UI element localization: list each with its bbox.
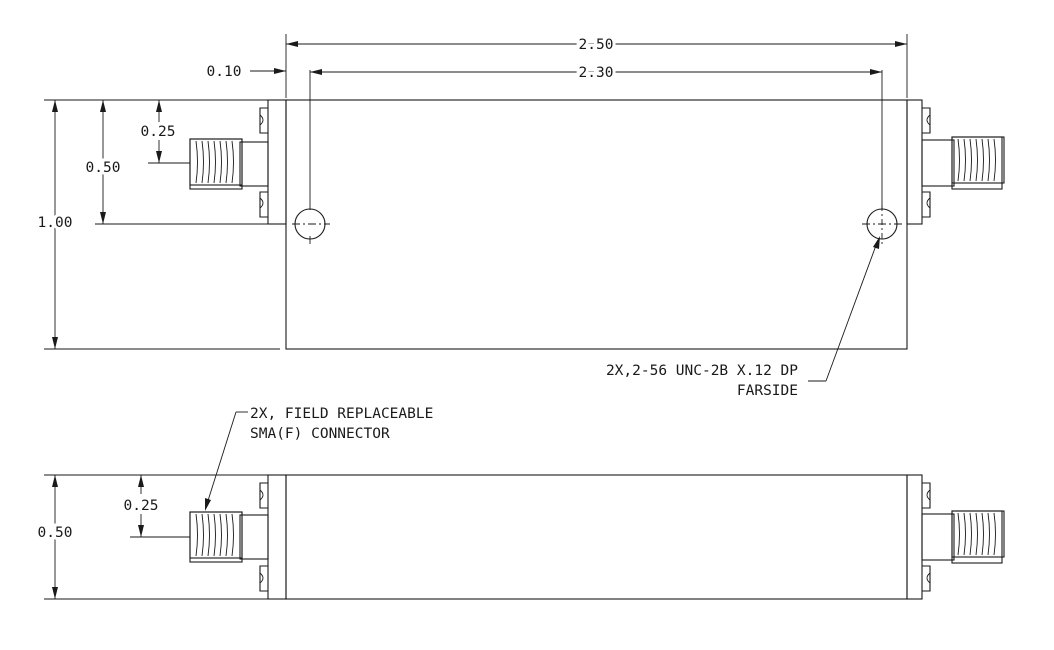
dimension-top-view-height: 1.00 <box>35 99 280 350</box>
dimension-side-view-height: 0.50 <box>35 474 268 600</box>
connector-callout: 2X, FIELD REPLACEABLE SMA(F) CONNECTOR <box>205 406 433 511</box>
dimension-label-0-25-side: 0.25 <box>124 498 159 514</box>
mounting-hole-right <box>862 70 902 244</box>
dimension-hole-spacing: 2.30 <box>310 62 882 84</box>
dimension-connector-center-side: 0.25 <box>124 475 190 538</box>
side-view: 0.50 0.25 2X, FIELD REPLACEABLE SMA(F) C… <box>35 406 1005 600</box>
dimension-label-2-50: 2.50 <box>579 37 614 53</box>
note-mounting-holes-line1: 2X,2-56 UNC-2B X.12 DP <box>606 363 798 379</box>
right-connector-side-view <box>906 474 1005 600</box>
right-connector-top-view <box>906 99 1005 225</box>
mounting-hole-callout: 2X,2-56 UNC-2B X.12 DP FARSIDE <box>606 236 880 399</box>
left-connector-side-view <box>189 474 287 600</box>
note-mounting-holes-line2: FARSIDE <box>737 383 798 399</box>
dimension-connector-center-top: 0.25 <box>141 100 190 164</box>
top-view: 2.50 2.30 0.10 1.00 <box>35 34 1005 399</box>
dimension-label-0-50-top: 0.50 <box>86 160 121 176</box>
dimension-label-1-00: 1.00 <box>38 215 73 231</box>
housing-top-view <box>285 99 908 350</box>
dimension-connector-height-top: 0.50 <box>83 100 268 225</box>
dimension-hole-offset: 0.10 <box>207 64 286 80</box>
dimension-label-0-50-side: 0.50 <box>38 525 73 541</box>
housing-side-view <box>285 474 908 600</box>
left-connector-top-view <box>189 99 287 225</box>
dimension-label-0-25-top: 0.25 <box>141 124 176 140</box>
dimension-label-2-30: 2.30 <box>579 65 614 81</box>
dimension-label-0-10: 0.10 <box>207 64 242 80</box>
note-connector-line2: SMA(F) CONNECTOR <box>250 426 390 442</box>
dimension-overall-length: 2.50 <box>285 34 908 98</box>
note-connector-line1: 2X, FIELD REPLACEABLE <box>250 406 433 422</box>
mounting-hole-left <box>292 70 330 244</box>
